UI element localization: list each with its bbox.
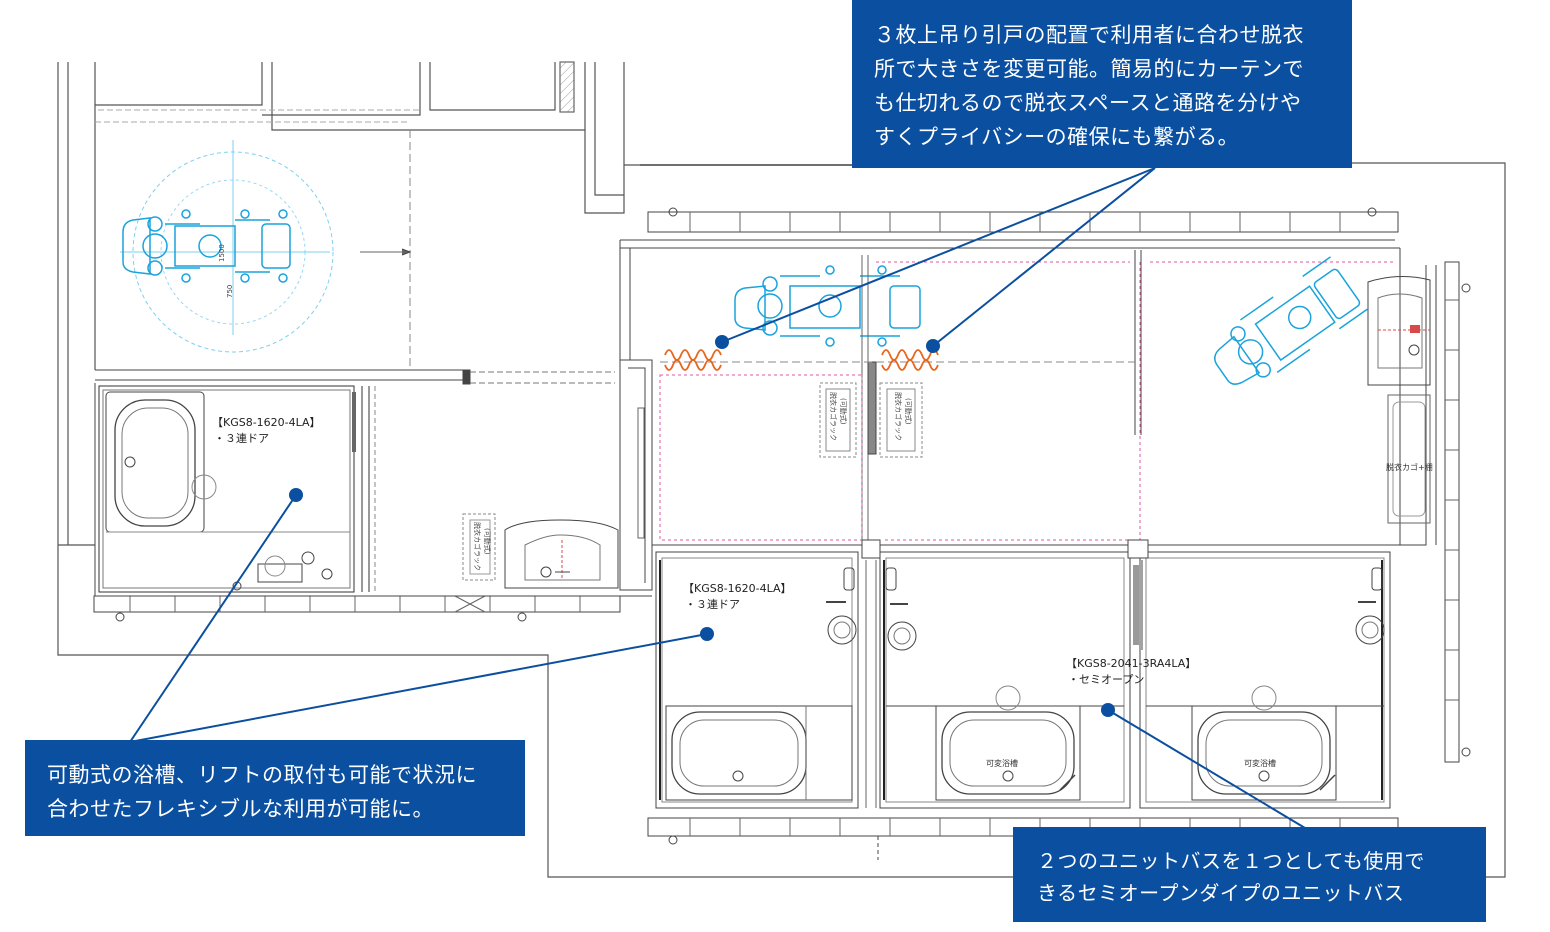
unit2-door-label: ・３連ドア (685, 597, 740, 611)
top-exterior-wall (619, 207, 1400, 360)
callout-movable-tub: 可動式の浴槽、リフトの取付も可能で状況に 合わせたフレキシブルな利用が可能に。 (25, 740, 525, 836)
wheelchair-icon (122, 209, 291, 283)
tub-label-right: 可変浴槽 (1244, 758, 1276, 768)
curtain-left (664, 349, 722, 371)
left-rooms (94, 109, 653, 597)
unit3-model-label: 【KGS8-2041-3RA4LA】 (1066, 657, 1196, 670)
right-sink (1367, 276, 1431, 386)
wheelchair-icon-2 (734, 265, 921, 347)
dimension-1500: 1500 (218, 244, 226, 262)
dressing1-fixtures (462, 513, 619, 589)
rack-sublabel-2: (可動式) (904, 398, 913, 425)
callout-movable-tub-text: 可動式の浴槽、リフトの取付も可能で状況に 合わせたフレキシブルな利用が可能に。 (47, 763, 477, 821)
unit2-model-label: 【KGS8-1620-4LA】 (683, 582, 792, 595)
leader-lines (129, 167, 1306, 829)
rack-sublabel-3: (可動式) (483, 528, 492, 555)
unit3-door-label: ・セミオープン (1068, 673, 1144, 686)
shower-fixtures (826, 567, 1385, 651)
unit1-model-label: 【KGS8-1620-4LA】 (212, 416, 321, 429)
basket-shelf-label: 脱衣カゴ+棚 (1386, 462, 1433, 472)
unit1-door-label: ・３連ドア (214, 431, 269, 445)
rack-sublabel-1: (可動式) (839, 398, 848, 425)
rack-label-1: 脱衣カゴラック (829, 392, 838, 441)
dressing-partitions (659, 250, 1395, 545)
rack-label-3: 脱衣カゴラック (473, 522, 482, 571)
lower-bathtubs (665, 685, 1384, 801)
wheelchair-turning-area (120, 140, 334, 353)
dimension-750: 750 (226, 285, 234, 298)
outer-walls (57, 61, 1506, 878)
callout-sliding-doors-text: ３枚上吊り引戸の配置で利用者に合わせ脱衣 所で大きさを変更可能。簡易的にカーテン… (874, 23, 1304, 149)
callout-sliding-doors: ３枚上吊り引戸の配置で利用者に合わせ脱衣 所で大きさを変更可能。簡易的にカーテン… (852, 0, 1352, 168)
tub-label-center: 可変浴槽 (986, 758, 1018, 768)
curtain-right (881, 349, 939, 371)
callout-semi-open-unit: ２つのユニットバスを１つとしても使用で きるセミオープンダイプのユニットバス (1013, 827, 1486, 922)
right-exterior-wall (1399, 248, 1471, 763)
wheelchair-icon-3 (1214, 256, 1368, 385)
rack-label-2: 脱衣カゴラック (894, 392, 903, 441)
callout-semi-open-unit-text: ２つのユニットバスを１つとしても使用で きるセミオープンダイプのユニットバス (1037, 849, 1425, 905)
lower-units (652, 539, 1400, 809)
basket-racks (819, 382, 1431, 524)
leader-dots (289, 335, 1115, 717)
